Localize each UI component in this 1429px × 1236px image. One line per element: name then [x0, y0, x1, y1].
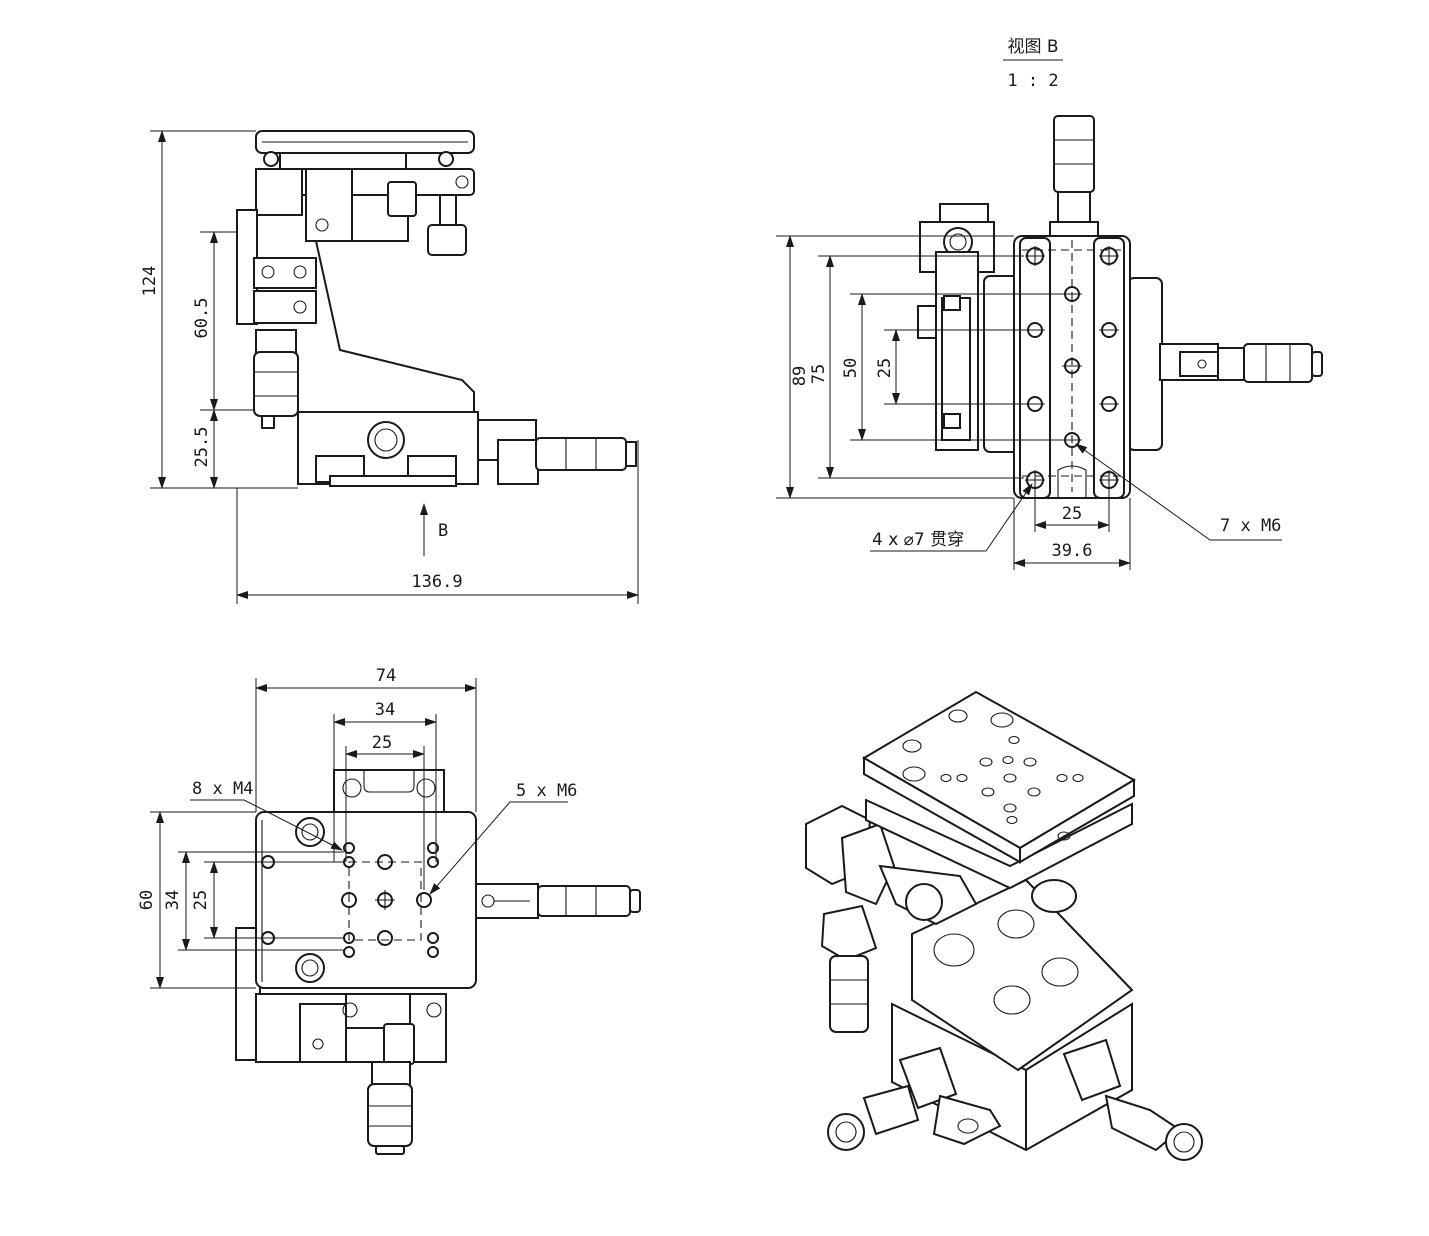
front-view [236, 130, 637, 487]
callout-through-holes: 4 x ⌀7 贯穿 [872, 530, 964, 550]
front-height-25-5: 25.5 [192, 427, 212, 468]
callout-8xm4: 8 x M4 [192, 779, 253, 799]
top-dim-60: 60 [137, 890, 157, 910]
top-dim-34: 34 [375, 700, 395, 720]
front-height-60-5: 60.5 [192, 298, 212, 339]
callout-5xm6: 5 x M6 [516, 781, 577, 801]
top-dim-25-v: 25 [191, 890, 211, 910]
side-view-dimensions: 89 75 50 25 25 39.6 4 x ⌀7 贯穿 7 x M6 [776, 235, 1282, 570]
top-dim-25-w: 25 [372, 733, 392, 753]
front-height-124: 124 [140, 266, 160, 297]
front-width-136-9: 136.9 [411, 572, 462, 592]
side-dim-25-v: 25 [875, 358, 895, 378]
top-view-dimensions: 74 34 25 60 34 25 8 x M4 5 x M6 [137, 666, 577, 989]
top-dim-34-v: 34 [163, 890, 183, 910]
top-dim-74: 74 [376, 666, 396, 686]
view-b-title: 视图 B 1 : 2 [1003, 37, 1063, 91]
front-view-dimensions: 124 60.5 25.5 136.9 B [140, 130, 639, 604]
isometric-view [805, 690, 1203, 1161]
side-dim-39-6: 39.6 [1052, 541, 1093, 561]
callout-7xm6: 7 x M6 [1220, 516, 1281, 536]
side-view-b [917, 115, 1323, 499]
side-dim-50: 50 [841, 358, 861, 378]
top-view [235, 769, 641, 1155]
view-b-scale-text: 1 : 2 [1007, 71, 1058, 91]
side-dim-89: 89 [790, 366, 810, 386]
view-marker-b: B [438, 521, 448, 541]
side-dim-75: 75 [809, 364, 829, 384]
side-dim-25-h: 25 [1062, 504, 1082, 524]
view-b-title-text: 视图 B [1007, 37, 1058, 57]
